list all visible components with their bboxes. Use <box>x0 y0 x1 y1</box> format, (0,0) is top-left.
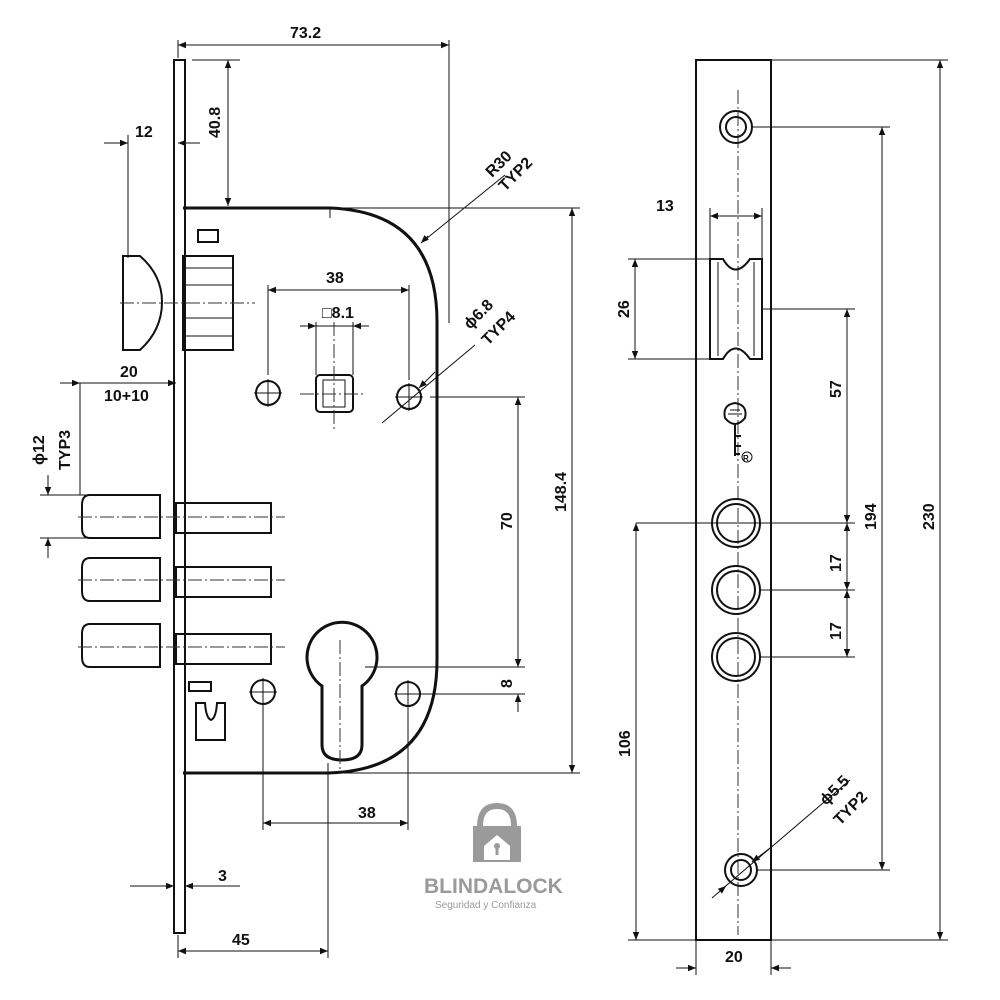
dim-square-spindle: □8.1 <box>322 305 354 322</box>
dim-backset: 45 <box>232 932 250 949</box>
dim-hole-pitch-bottom: 38 <box>358 805 376 822</box>
front-bolt-hole-2 <box>711 565 761 615</box>
bottom-slot <box>188 681 212 692</box>
key-logo-icon: R <box>723 401 753 463</box>
screw-hole-top <box>719 110 753 144</box>
front-view: R 13 26 57 <box>616 59 948 975</box>
dim-bolt-projection: 20 <box>120 364 138 381</box>
dim-top-offset: 40.8 <box>207 107 224 138</box>
svg-text:R: R <box>743 454 749 463</box>
deadbolt-2 <box>78 557 285 602</box>
dim-bottom-to-bolt: 106 <box>617 730 634 757</box>
dim-latch-to-bolt: 57 <box>828 380 845 398</box>
dim-spindle-to-cylinder: 70 <box>499 512 516 530</box>
spindle-hub <box>300 322 365 430</box>
deadbolt-3 <box>78 623 285 668</box>
dim-bolt-diameter: ϕ12 <box>31 435 48 465</box>
side-faceplate <box>173 59 186 934</box>
cylinder-cutout <box>305 620 379 770</box>
lock-case <box>183 206 439 775</box>
mounting-hole-top-right <box>395 383 423 411</box>
front-latch <box>709 258 763 360</box>
dim-bolt-pitch-1: 17 <box>828 554 845 572</box>
screw-hole-bottom <box>724 853 758 887</box>
top-slot <box>197 229 219 243</box>
front-faceplate <box>695 59 772 941</box>
dim-latch-projection: 12 <box>135 124 153 141</box>
dim-faceplate-width: 20 <box>725 949 743 966</box>
dim-faceplate-thickness: 3 <box>218 868 227 885</box>
dim-case-height: 148.4 <box>553 472 570 512</box>
padlock-house-icon <box>473 802 521 862</box>
hook-cutout <box>195 702 226 741</box>
dim-hole-pitch-top: 38 <box>326 270 344 287</box>
deadbolt-1 <box>78 494 285 539</box>
latch-bolt <box>120 255 255 351</box>
front-bolt-hole-3 <box>711 632 761 682</box>
dim-bolt-projection-split: 10+10 <box>104 388 149 405</box>
dim-overall-length: 230 <box>921 503 938 530</box>
dim-overall-depth: 73.2 <box>290 25 321 42</box>
brand-tagline: Seguridad y Confianza <box>435 900 537 911</box>
dim-latch-height: 26 <box>616 300 633 318</box>
dim-bolt-pitch-2: 17 <box>828 622 845 640</box>
dim-screw-pitch: 194 <box>863 503 880 530</box>
dim-bolt-diameter-typ: TYP3 <box>57 430 74 470</box>
dim-latch-width: 13 <box>656 198 674 215</box>
dim-cylinder-offset: 8 <box>499 679 516 688</box>
brand-watermark: BLINDALOCK Seguridad y Confianza <box>424 802 563 911</box>
mounting-hole-bottom-left <box>249 678 277 706</box>
side-view: 73.2 40.8 12 R30 TYP2 38 □8.1 ϕ6.8 TYP4 <box>31 25 580 958</box>
mounting-hole-bottom-right <box>394 680 422 708</box>
mounting-hole-top-left <box>254 379 282 407</box>
brand-name: BLINDALOCK <box>424 875 563 898</box>
